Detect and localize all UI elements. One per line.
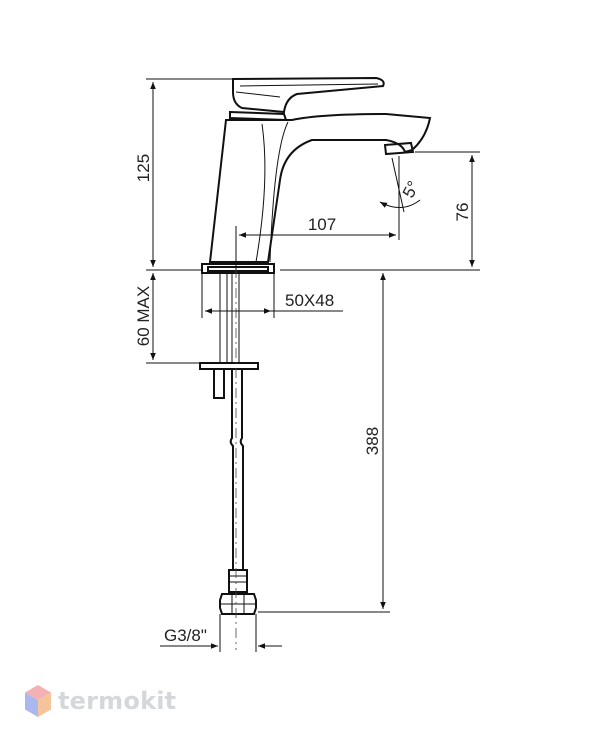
dim-388: 388 xyxy=(258,273,390,613)
dim-60max: 60 MAX xyxy=(134,273,200,364)
dim-thread-label: G3/8" xyxy=(164,626,207,645)
brand-name: termokit xyxy=(58,687,177,715)
dim-thread: G3/8" xyxy=(160,614,282,652)
brand-watermark: termokit xyxy=(24,684,176,718)
dim-angle: 5° xyxy=(379,157,423,213)
dim-76-label: 76 xyxy=(453,203,472,222)
mounting-assembly xyxy=(199,273,259,615)
dim-60max-label: 60 MAX xyxy=(134,286,153,346)
dim-angle-label: 5° xyxy=(399,178,423,201)
lever-handle xyxy=(232,76,385,114)
dim-76: 76 xyxy=(280,151,480,271)
faucet-body xyxy=(201,76,432,274)
dim-107-label: 107 xyxy=(308,215,336,234)
aerator xyxy=(383,141,415,156)
dim-50x48-label: 50X48 xyxy=(285,291,334,310)
dim-125: 125 xyxy=(134,78,232,271)
dim-388-label: 388 xyxy=(363,427,382,455)
dim-125-label: 125 xyxy=(134,154,153,182)
dim-50x48: 50X48 xyxy=(201,273,343,318)
spout xyxy=(208,112,432,263)
dim-107: 107 xyxy=(235,156,400,270)
termokit-logo-icon xyxy=(25,685,51,717)
